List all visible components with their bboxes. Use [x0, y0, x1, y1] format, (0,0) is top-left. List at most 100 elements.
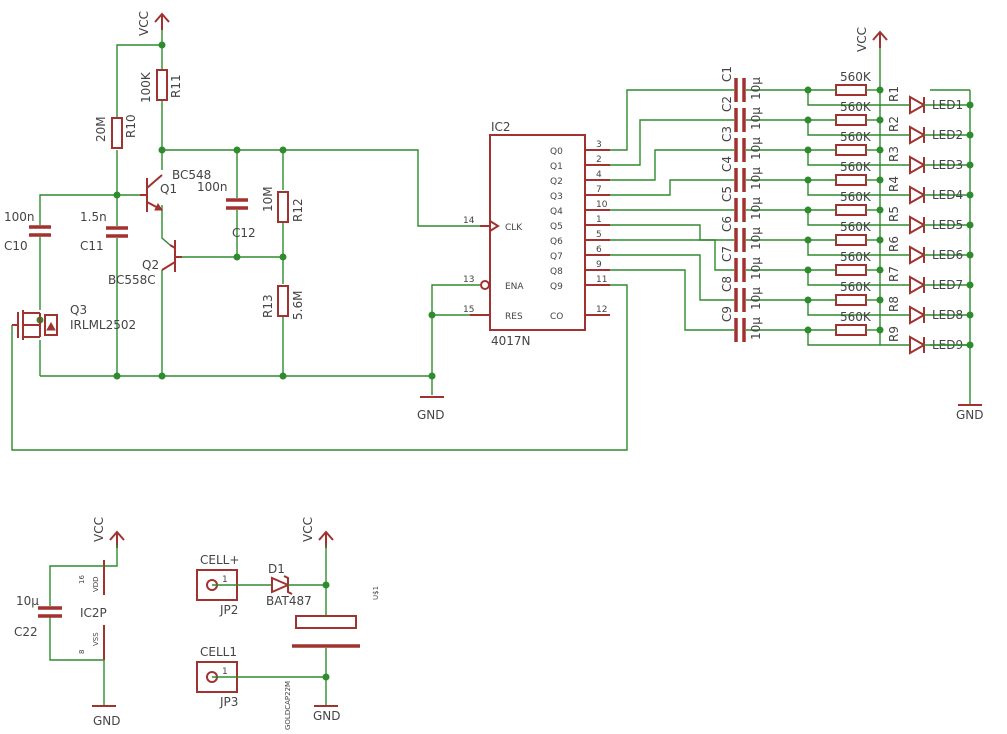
cap-name: C6	[720, 216, 734, 232]
channel-trace	[807, 120, 910, 136]
resistor-value: 560K	[840, 70, 872, 84]
q1-part: BC548	[172, 168, 211, 182]
led-icon	[909, 275, 927, 295]
led-icon	[909, 335, 927, 355]
ic2-pin-number: 9	[596, 260, 602, 270]
capacitor-c11: 1.5n C11	[80, 210, 128, 253]
resistor-r11: R11 100K	[139, 69, 183, 103]
c10-value: 100n	[4, 210, 35, 224]
ic2-res-label: RES	[505, 312, 523, 322]
resistor-value: 560K	[840, 280, 872, 294]
d1-part: BAT487	[266, 594, 312, 608]
channel-trace	[610, 224, 734, 241]
channel-trace	[807, 180, 910, 196]
resistor-r10: R10 20M	[94, 114, 138, 149]
ic2p-pin-vss: 8	[78, 650, 86, 654]
mosfet-q3: Q3 IRLML2502	[12, 303, 136, 340]
vcc-led-label: VCC	[855, 27, 869, 52]
channel-resistor	[835, 114, 867, 126]
channel-resistor	[835, 204, 867, 216]
resistor-name: R2	[887, 116, 901, 132]
led-name: LED8	[932, 308, 963, 322]
q3-name: Q3	[70, 303, 87, 317]
cap-value: 10µ	[749, 227, 763, 250]
ic2p-name: IC2P	[80, 606, 107, 620]
q3-part: IRLML2502	[70, 318, 136, 332]
ic2-pin-number: 11	[596, 275, 607, 285]
cap-name: C1	[720, 66, 734, 82]
jp2-name: JP2	[219, 603, 238, 617]
d1-name: D1	[268, 562, 285, 576]
channel-resistor	[835, 174, 867, 186]
ic2-ena-label: ENA	[505, 282, 524, 292]
led-icon	[909, 125, 927, 145]
resistor-name: R9	[887, 326, 901, 342]
ic2p-pin-vdd: 16	[78, 575, 86, 584]
resistor-value: 560K	[840, 220, 872, 234]
ic2-pin-number: 5	[596, 230, 602, 240]
ic2-pin-label: Q1	[550, 162, 563, 172]
cap-value: 10µ	[749, 77, 763, 100]
transistor-q1: BC548 Q1	[140, 168, 211, 212]
channel-trace	[807, 240, 910, 256]
ic2-ena-pin: 13	[463, 275, 474, 285]
ic2p-gnd-label: GND	[93, 714, 121, 728]
channel-resistor	[835, 294, 867, 306]
gnd-led-label: GND	[956, 408, 984, 422]
cap-value: 10µ	[749, 197, 763, 220]
jp3-pin: 1	[222, 667, 228, 677]
resistor-value: 560K	[840, 310, 872, 324]
resistor-value: 560K	[840, 190, 872, 204]
ic2-pin-label: Q5	[550, 222, 563, 232]
r11-value: 100K	[139, 71, 153, 103]
vcc-symbol-osc: VCC	[137, 11, 170, 36]
channel-trace	[610, 119, 734, 166]
ic2-pin-number: 3	[596, 140, 602, 150]
channel-trace	[807, 90, 910, 106]
channel-trace	[807, 150, 910, 166]
channel-trace	[610, 254, 734, 301]
ic2-pin-label: Q6	[550, 237, 563, 247]
cap-name: C2	[720, 96, 734, 112]
resistor-name: R6	[887, 236, 901, 252]
ic2-pin-label: Q4	[550, 207, 563, 217]
led-name: LED5	[932, 218, 963, 232]
ic2-pin-label: Q2	[550, 177, 563, 187]
cap-name: C7	[720, 246, 734, 262]
r12-name: R12	[291, 198, 305, 222]
cap-name: C9	[720, 306, 734, 322]
channel-resistor	[835, 324, 867, 336]
ic2-pin-label: Q7	[550, 252, 563, 262]
ic2-pin-label: Q8	[550, 267, 563, 277]
r11-name: R11	[169, 74, 183, 98]
q1-name: Q1	[160, 182, 177, 196]
ic2-pin-number: 6	[596, 245, 602, 255]
ic2-pin-number: 7	[596, 185, 602, 195]
jp3-label: CELL1	[200, 645, 237, 659]
resistor-name: R5	[887, 206, 901, 222]
channel-trace	[610, 149, 734, 181]
ic2-pin-number: 12	[596, 305, 607, 315]
resistor-name: R3	[887, 146, 901, 162]
transistor-q2: Q2 BC558C	[108, 240, 182, 287]
channel-trace	[807, 210, 910, 226]
resistor-name: R1	[887, 86, 901, 102]
ic2p-vcc-label: VCC	[92, 517, 106, 542]
led-icon	[909, 215, 927, 235]
ic2-name: IC2	[491, 120, 511, 134]
led-name: LED1	[932, 98, 963, 112]
ic2-pin-label: Q3	[550, 192, 563, 202]
jp2-pin: 1	[222, 575, 228, 585]
channel-trace	[807, 270, 910, 286]
r10-value: 20M	[94, 116, 108, 142]
resistor-name: R7	[887, 266, 901, 282]
led-bus	[879, 45, 971, 405]
channel-trace	[807, 330, 910, 346]
r13-name: R13	[261, 294, 275, 318]
gnd-label: GND	[417, 408, 445, 422]
r12-value: 10M	[261, 186, 275, 212]
ic2-clk-pin: 14	[463, 216, 475, 226]
ic2-pin-number: 4	[596, 170, 602, 180]
ic2-clk-label: CLK	[505, 223, 523, 233]
